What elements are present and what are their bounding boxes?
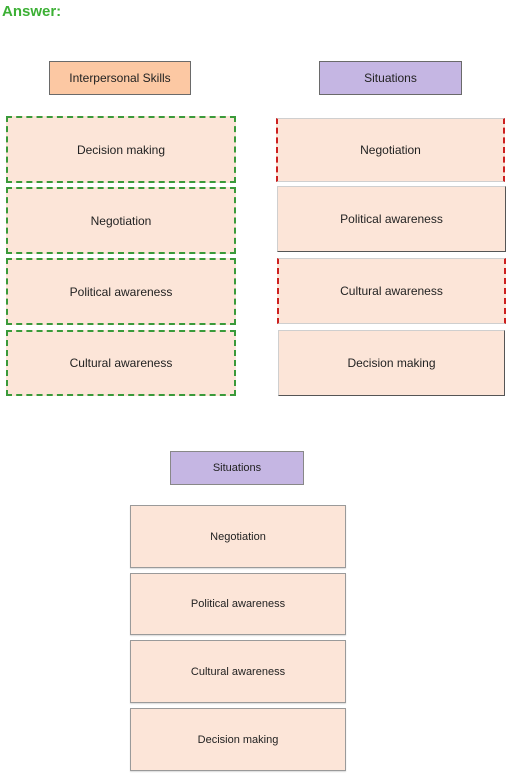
skills-header: Interpersonal Skills: [49, 61, 191, 95]
answer-label: Answer:: [2, 3, 62, 20]
situation-item-political-awareness[interactable]: Political awareness: [277, 186, 506, 252]
skill-item-decision-making[interactable]: Decision making: [6, 116, 236, 183]
bottom-item-decision-making[interactable]: Decision making: [130, 708, 346, 771]
situation-item-cultural-awareness[interactable]: Cultural awareness: [277, 258, 506, 324]
situation-item-decision-making[interactable]: Decision making: [278, 330, 505, 396]
situations-header: Situations: [319, 61, 462, 95]
skill-item-negotiation[interactable]: Negotiation: [6, 187, 236, 254]
bottom-item-negotiation[interactable]: Negotiation: [130, 505, 346, 568]
bottom-item-cultural-awareness[interactable]: Cultural awareness: [130, 640, 346, 703]
bottom-situations-header: Situations: [170, 451, 304, 485]
skill-item-political-awareness[interactable]: Political awareness: [6, 258, 236, 325]
situation-item-negotiation[interactable]: Negotiation: [276, 118, 505, 182]
skill-item-cultural-awareness[interactable]: Cultural awareness: [6, 330, 236, 396]
bottom-item-political-awareness[interactable]: Political awareness: [130, 573, 346, 635]
